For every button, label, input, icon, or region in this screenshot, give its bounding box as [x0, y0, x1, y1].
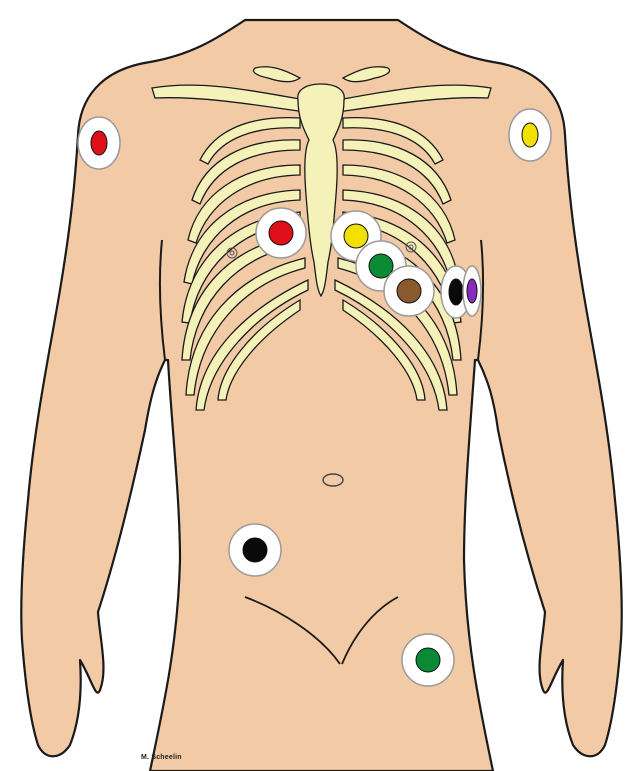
electrode-v5-contact [449, 279, 463, 305]
electrode-right-leg-contact [243, 538, 267, 562]
electrode-v1-contact [269, 221, 293, 245]
electrode-v1 [256, 208, 306, 258]
electrode-left-arm-contact [522, 123, 538, 147]
electrode-left-leg-contact [416, 648, 440, 672]
electrode-v4-contact [397, 279, 421, 303]
electrode-v6-contact [467, 279, 477, 303]
electrode-right-arm-contact [91, 131, 107, 155]
electrode-v2-contact [344, 224, 368, 248]
electrode-right-arm [78, 117, 120, 169]
author-credit: M. Scheelin [141, 754, 182, 761]
electrode-v4 [384, 266, 434, 316]
electrode-left-arm [509, 109, 551, 161]
electrode-left-leg [402, 634, 454, 686]
electrode-v6 [463, 266, 481, 316]
electrode-right-leg [229, 524, 281, 576]
